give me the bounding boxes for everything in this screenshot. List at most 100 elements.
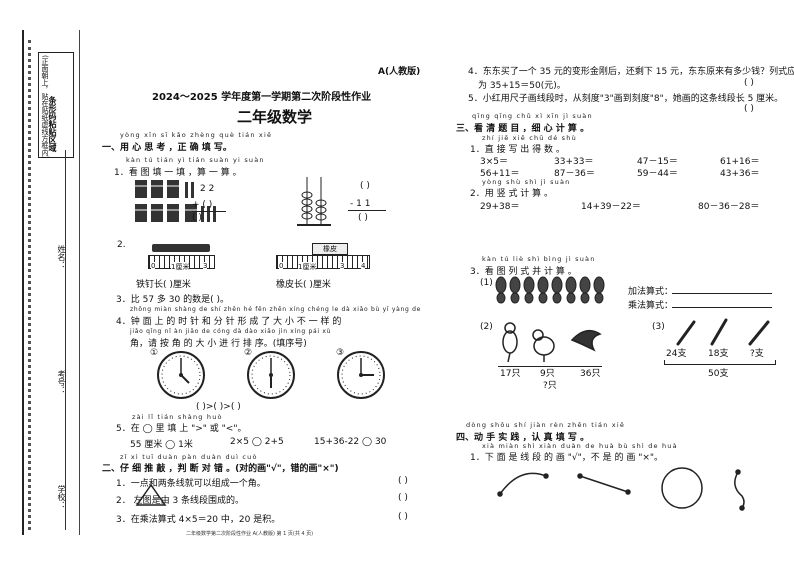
ruler2-four: 4 [361,262,366,270]
c3-3-label: (3) [652,322,665,332]
subject-title: 二年级数学 [237,108,313,126]
lines-figures [490,466,780,512]
ruler2-three: 3 [340,262,345,270]
c3-pinyin: kàn tú liè shì bìng jì suàn [482,255,596,263]
ruler1-cm: 1厘米 [171,262,190,272]
q1-text: 1．看 图 填 一 填 ，算 一 算 。 [114,168,242,178]
pens-total: 50支 [708,369,729,379]
triangle-image [135,483,167,506]
tf-3-answer[interactable]: ( ) [398,512,408,522]
binding-margin [22,30,80,535]
q1b-minus: - 1 1 [350,199,371,209]
calc-r1-c1: 3×5＝ [480,157,508,167]
margin-rule [65,150,67,530]
birds-brace [498,366,602,367]
pens-count-3: ?支 [750,349,764,359]
q5-text: 5．在 ◯ 里 填 上 ">" 或 "<"。 [116,424,247,434]
r-q4-answer[interactable]: ( ) [744,78,754,88]
c3-1-label: (1) [480,278,493,288]
q1a-addend: 2 2 [200,184,215,194]
vert-1: 29+38＝ [480,202,520,212]
ruler1-zero: 0 [151,262,156,270]
q4-pinyin1: zhōng miàn shàng de shí zhēn hé fēn zhēn… [130,306,421,313]
clock-1 [156,350,206,400]
birds-question: ?只 [543,381,557,391]
clock-3 [336,350,386,400]
ruler2-zero: 0 [279,262,284,270]
c3-2-label: (2) [480,322,493,332]
q1a-bar [192,211,226,212]
sticks-image [133,178,231,226]
vert-3: 80－36－28＝ [698,202,760,212]
eraser-image: 橡皮 [312,243,348,255]
tf-2-answer[interactable]: ( ) [398,493,408,503]
q1b-bar [348,210,386,211]
add-expr-label: 加法算式： [628,287,674,297]
q5-pinyin: zài lǐ tián shàng huò [132,413,223,421]
pens-count-1: 24支 [666,349,687,359]
birds-count-2: 9只 [540,369,555,379]
q1a-result: ( ) [192,213,202,223]
s2-pinyin: zǐ xì tuī duàn pàn duàn duì cuò [120,453,258,461]
mul-expr-line[interactable] [672,307,772,308]
tf-1-answer[interactable]: ( ) [398,476,408,486]
q2-number: 2. [117,240,126,250]
c1-text: 1．直 接 写 出 得 数 。 [470,145,565,155]
tf-3: 3．在乘法算式 4×5＝20 中，20 是积。 [116,515,281,525]
q5-item-3: 15+36-22 ◯ 30 [314,437,387,447]
clock-1-label: ① [150,348,159,358]
ruler2-cm: 1厘米 [298,262,317,272]
q5-item-1: 55 厘米 ◯ 1米 [130,440,193,450]
page-footer: 二年级数学第二次阶段性作业 A(人教版) 第 1 页(共 4 页) [186,531,314,537]
eraser-length: 橡皮长( )厘米 [276,280,331,290]
cut-line [28,40,35,530]
barcode-notice: (正面朝上，贴在贴纸虚线方框内) [41,55,49,159]
d1-pinyin: xià miàn shì xiàn duàn de huà bù shì de … [482,442,678,450]
q1b-result: ( ) [358,213,368,223]
r-q4-line2: 为 35+15＝50(元)。 [478,81,566,91]
d1-text: 1．下 面 是 线 段 的 画 "√"，不 是 的 画 "×"。 [470,453,664,463]
q4-line1: 4．钟 面 上 的 时 针 和 分 针 形 成 了 大 小 不 一 样 的 [116,317,342,327]
section4-title: 四、动 手 实 践 ，认 真 填 写 。 [456,433,590,443]
vert-2: 14+39－22＝ [581,202,641,212]
birds-count-1: 17只 [500,369,521,379]
section3-title: 三、看 清 题 目 ，细 心 计 算 。 [456,124,590,134]
ruler-right [276,255,370,269]
section2-title: 二、仔 细 推 敲 ，判 断 对 错 。(对的画"√"，错的画"×") [102,464,339,474]
calc-r1-c4: 61+16＝ [720,157,760,167]
q3-text: 3．比 57 多 30 的数是( )。 [116,295,229,305]
calc-r2-c3: 59－44＝ [637,169,678,179]
s1-pinyin: yòng xīn sī kǎo zhèng què tián xiě [120,131,273,139]
q4-pinyin2: jiǎo qǐng nǐ àn jiǎo de cóng dà dào xiǎo… [130,328,332,335]
q1a-plus: + ( ) [192,200,213,210]
calc-r2-c4: 43+36＝ [720,169,760,179]
s3-pinyin: qīng qīng chǔ xì xīn jì suàn [472,112,593,120]
calc-r1-c2: 33+33＝ [554,157,594,167]
birds-image [498,320,602,364]
q1b-minuend: ( ) [360,181,370,191]
edition-label: A(人教版) [378,67,421,77]
q5-item-2: 2×5 ◯ 2+5 [230,437,284,447]
c3-text: 3．看 图 列 式 并 计 算 。 [470,267,577,277]
s4-pinyin: dòng shǒu shí jiàn rèn zhēn tián xiě [466,421,626,429]
abacus-image [295,177,335,227]
leaves-image [494,276,616,304]
id-label: 考号： [57,370,66,394]
clock-3-label: ③ [336,348,345,358]
clock-2-label: ② [244,348,253,358]
section1-title: 一、用 心 思 考 ，正 确 填 写。 [102,143,232,153]
r-q4-line1: 4．东东买了一个 35 元的变形金刚后，还剩下 15 元，东东原来有多少钱？列式… [468,67,794,77]
tf-1: 1．一点和两条线就可以组成一个角。 [116,479,266,489]
r-q5-text: 5．小红用尺子画线段时，从刻度"3"画到刻度"8"，她画的这条线段长 5 厘米。 [468,94,784,104]
calc-r2-c1: 56+11＝ [480,169,520,179]
calc-r1-c3: 47－15＝ [637,157,678,167]
exam-title: 2024～2025 学年度第一学期第二次阶段性作业 [152,92,372,103]
nail-length: 铁钉长( )厘米 [136,280,191,290]
q1-pinyin: kàn tú tián yì tián suàn yi suàn [126,156,265,164]
c2-text: 2．用 竖 式 计 算 。 [470,189,554,199]
q4-line2: 角，请 按 角 的 大 小 进 行 排 序。(填序号) [130,339,307,349]
clock-2 [246,350,296,400]
barcode-box: (正面朝上，贴在贴纸虚线方框内) [38,52,74,158]
r-q5-answer[interactable]: ( ) [744,104,754,114]
add-expr-line[interactable] [672,293,772,294]
